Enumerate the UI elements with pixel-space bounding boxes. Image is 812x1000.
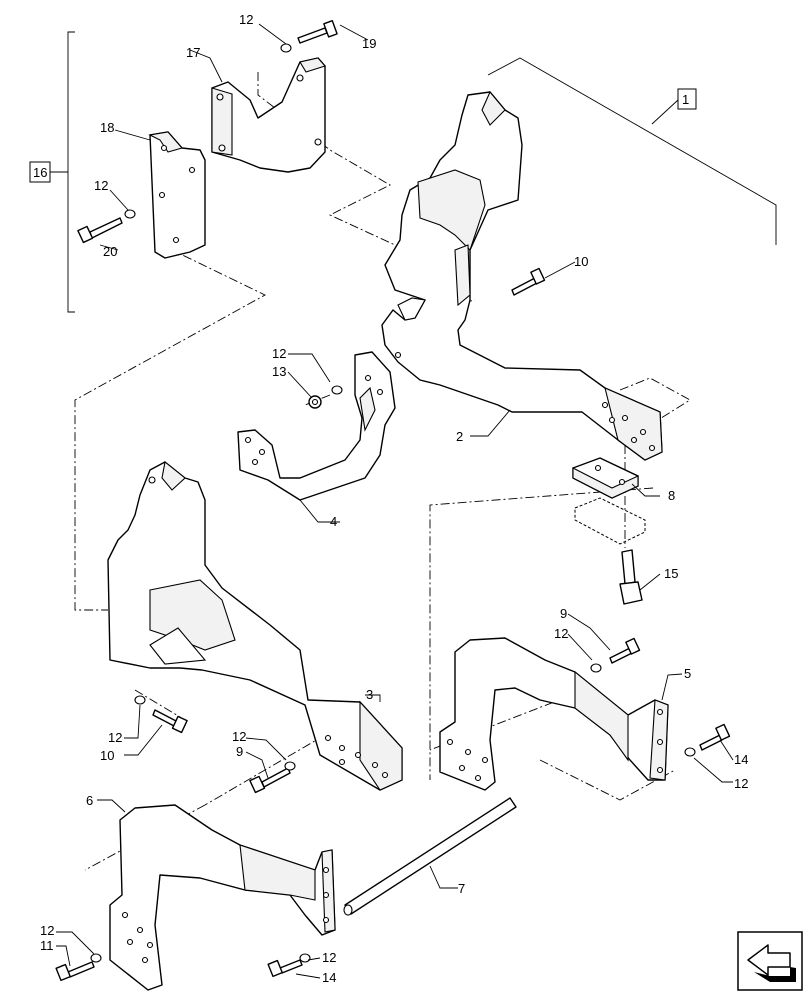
- callout-12-h: 12: [40, 923, 54, 938]
- group-1-bracket: [487, 57, 777, 245]
- bolt-10-lower: [134, 695, 188, 734]
- callout-5: 5: [684, 666, 691, 681]
- bolt-15: [619, 549, 643, 605]
- callout-9-a: 9: [560, 606, 567, 621]
- view-navigation-arrow-icon[interactable]: [737, 931, 803, 991]
- part-18-side-plate: [148, 131, 206, 259]
- callout-20: 20: [103, 244, 117, 259]
- part-5-hook-bracket: [439, 637, 669, 791]
- nut-13: [308, 385, 343, 409]
- callout-4: 4: [330, 514, 337, 529]
- part-3-lower-bracket: [107, 460, 403, 791]
- bolt-14-bottom: [267, 953, 311, 978]
- callout-15: 15: [664, 566, 678, 581]
- part-6-hook-bracket: [109, 804, 336, 991]
- callout-7: 7: [458, 881, 465, 896]
- bolt-10-upper: [511, 267, 546, 296]
- callout-8: 8: [668, 488, 675, 503]
- part-2-main-bracket: [381, 90, 663, 461]
- bolt-9-lower: [249, 761, 296, 794]
- callout-frame-16: [29, 161, 51, 183]
- bolt-20: [77, 209, 136, 244]
- bolt-11: [55, 953, 102, 982]
- callout-1: 1: [682, 92, 689, 107]
- callout-2: 2: [456, 429, 463, 444]
- bolt-9-right: [590, 637, 641, 673]
- bolt-14-right: [684, 723, 731, 757]
- callout-11: 11: [40, 938, 54, 953]
- callout-12-e: 12: [108, 730, 122, 745]
- callout-labels: 1 16 12 19 17 18 12 20 10 12 13 2 4 8 15…: [29, 12, 748, 985]
- callout-12-b: 12: [94, 178, 108, 193]
- callout-frame-1: [677, 88, 697, 110]
- callout-12-f: 12: [232, 729, 246, 744]
- part-4-curved-strap: [237, 351, 396, 501]
- part-7-rod: [343, 797, 517, 916]
- callout-12-g: 12: [734, 776, 748, 791]
- callout-13: 13: [272, 364, 286, 379]
- callout-14-b: 14: [322, 970, 336, 985]
- callout-6: 6: [86, 793, 93, 808]
- callout-18: 18: [100, 120, 114, 135]
- callout-19: 19: [362, 36, 376, 51]
- group-16-bracket: [50, 31, 75, 313]
- callout-12-c: 12: [272, 346, 286, 361]
- callout-12-d: 12: [554, 626, 568, 641]
- bolt-19: [280, 20, 338, 53]
- callout-16: 16: [33, 165, 47, 180]
- callout-leaders: [56, 23, 734, 979]
- callout-12-i: 12: [322, 950, 336, 965]
- part-17-upper-bracket: [211, 57, 326, 173]
- callout-10-a: 10: [574, 254, 588, 269]
- callout-17: 17: [186, 45, 200, 60]
- callout-9-b: 9: [236, 744, 243, 759]
- callout-3: 3: [366, 687, 373, 702]
- callout-14-a: 14: [734, 752, 748, 767]
- callout-10-b: 10: [100, 748, 114, 763]
- part-8-plate: [572, 457, 646, 545]
- callout-12-a: 12: [239, 12, 253, 27]
